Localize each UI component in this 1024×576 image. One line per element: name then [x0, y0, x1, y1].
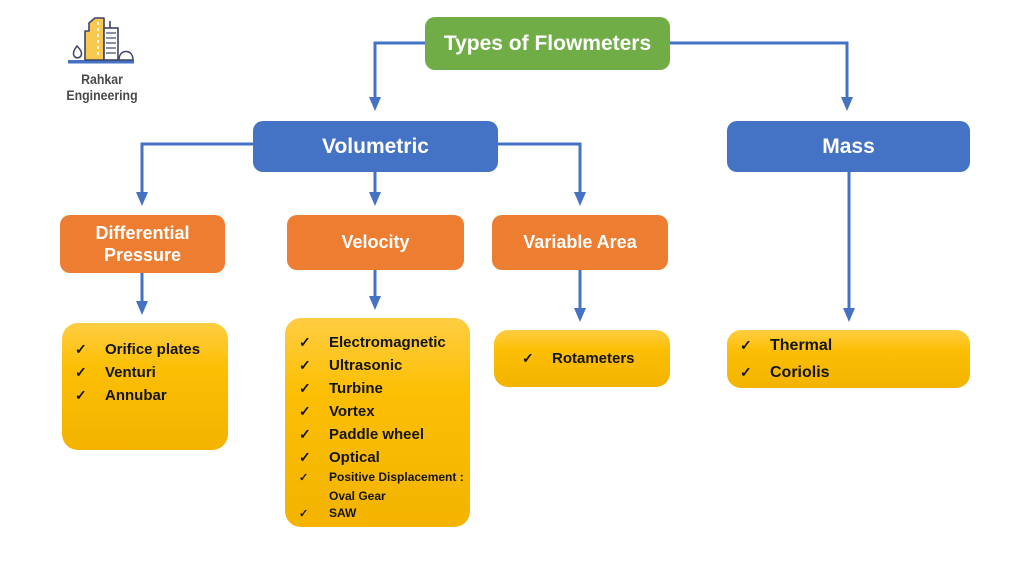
connector-root-to-volumetric [369, 41, 425, 111]
check-icon: ✓ [740, 364, 752, 380]
check-icon: ✓ [299, 334, 311, 350]
leaf-velocity-list: ✓ Electromagnetic ✓ Ultrasonic ✓ Turbine ✓ Vort… [285, 318, 470, 527]
node-types-of-flowmeters: Types of Flowmeters [425, 17, 670, 70]
node-label: Mass [822, 134, 875, 158]
leaf-list-item: ✓ Venturi [75, 361, 222, 384]
check-icon: ✓ [299, 449, 311, 465]
leaf-list-item: ✓ Annubar [75, 384, 222, 407]
leaf-list-item-label: Rotameters [552, 350, 635, 367]
leaf-list-item: ✓ Ultrasonic [299, 354, 466, 377]
leaf-list-item-label: Paddle wheel [329, 426, 425, 443]
check-icon: ✓ [299, 472, 309, 484]
connector-volumetric-to-differential-pressure [136, 142, 253, 206]
leaf-list-item: ✓ Orifice plates [75, 338, 222, 361]
brand-logo: Rahkar Engineering [56, 10, 148, 103]
check-icon: ✓ [299, 426, 311, 442]
node-label: Volumetric [322, 134, 429, 158]
check-icon: ✓ [299, 357, 311, 373]
check-icon: ✓ [75, 387, 87, 403]
leaf-list-item: ✓ Positive Displacement : [299, 469, 466, 488]
leaf-list-item: ✓ Optical [299, 446, 466, 469]
leaf-list-item: ✓ Vortex [299, 400, 466, 423]
node-volumetric: Volumetric [253, 121, 498, 172]
leaf-list-item: ✓ Rotameters [522, 347, 670, 370]
check-icon: ✓ [522, 350, 534, 366]
leaf-list-item: Oval Gear [299, 488, 466, 506]
leaf-list-item-label: Thermal [770, 337, 833, 354]
leaf-list-item: ✓ Turbine [299, 377, 466, 400]
buildings-logo-icon [68, 17, 134, 64]
connector-volumetric-to-variable-area [498, 142, 586, 206]
check-icon: ✓ [299, 508, 309, 520]
leaf-list-item: ✓ Thermal [740, 332, 970, 359]
leaf-list-item-label: Electromagnetic [329, 334, 446, 351]
node-label: Variable Area [523, 232, 637, 253]
leaf-list-item: ✓ Electromagnetic [299, 331, 466, 354]
leaf-list-item-label: Vortex [329, 403, 375, 420]
leaf-list-item: ✓ SAW [299, 505, 466, 524]
leaf-list-item-label: Ultrasonic [329, 357, 403, 374]
brand-name-line2: Engineering [66, 87, 138, 103]
leaf-list-item-label: Venturi [105, 364, 156, 381]
leaf-list-item-label: SAW [329, 506, 357, 520]
leaf-list-item-label: Coriolis [770, 364, 830, 381]
check-icon: ✓ [299, 380, 311, 396]
leaf-list-item-label: Oval Gear [329, 488, 386, 503]
node-label: Types of Flowmeters [443, 31, 652, 55]
leaf-list-item: ✓ Coriolis [740, 359, 970, 386]
leaf-list-item-label: Turbine [329, 380, 383, 397]
node-differential-pressure: Differential Pressure [60, 215, 225, 273]
check-icon: ✓ [740, 337, 752, 353]
leaf-list-item-label: Positive Displacement : [329, 470, 464, 484]
leaf-list-item-label: Annubar [105, 387, 167, 404]
leaf-list-item-label: Optical [329, 449, 380, 466]
node-label: Differential Pressure [95, 222, 190, 266]
node-variable-area: Variable Area [492, 215, 668, 270]
brand-name-line1: Rahkar [81, 71, 123, 87]
leaf-mass-list: ✓ Thermal ✓ Coriolis [727, 330, 970, 388]
leaf-list-item: ✓ Paddle wheel [299, 423, 466, 446]
leaf-list-item-label: Orifice plates [105, 341, 201, 358]
node-velocity: Velocity [287, 215, 464, 270]
node-label: Velocity [341, 232, 410, 253]
leaf-differential-pressure-list: ✓ Orifice plates ✓ Venturi ✓ Annubar [62, 323, 228, 450]
check-icon: ✓ [75, 364, 87, 380]
leaf-variable-area-list: ✓ Rotameters [494, 330, 670, 387]
check-icon: ✓ [75, 341, 87, 357]
check-icon: ✓ [299, 403, 311, 419]
connector-root-to-mass [670, 41, 853, 111]
node-mass: Mass [727, 121, 970, 172]
